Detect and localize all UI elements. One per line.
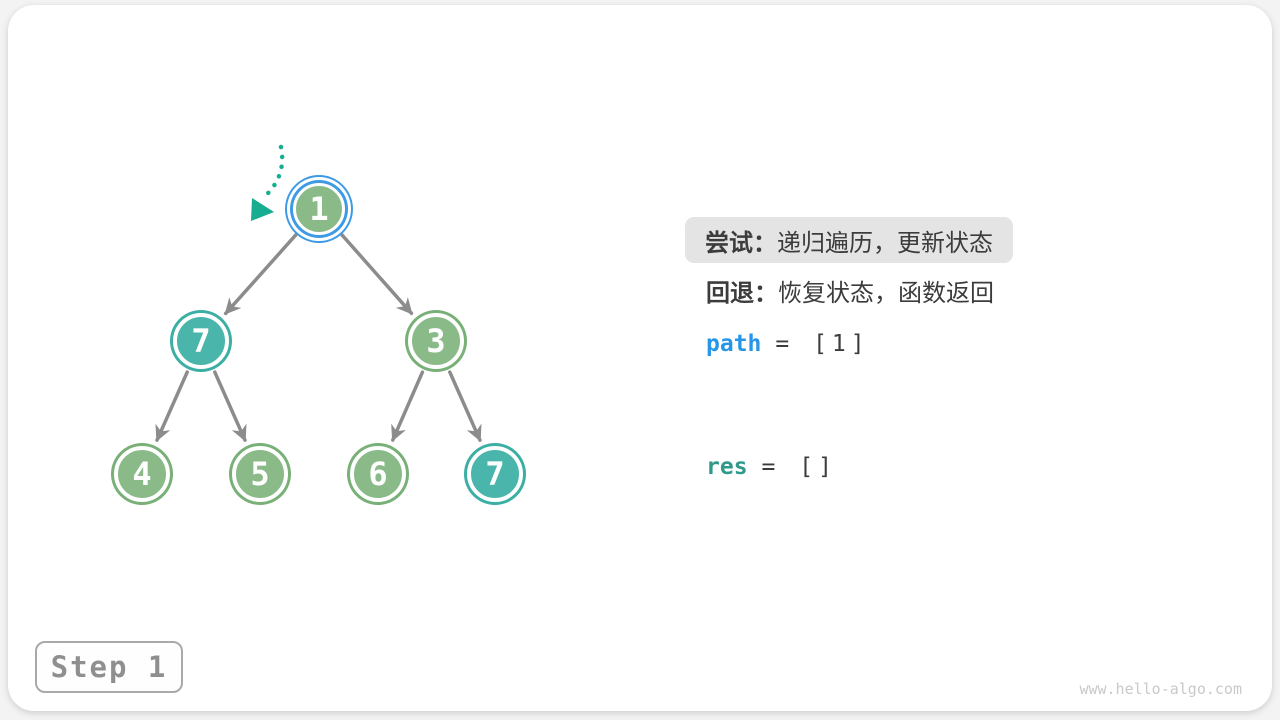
try-label: 尝试： [705, 228, 777, 257]
tree-node-value: 1 [309, 190, 329, 228]
tree-node-7: 7 [173, 313, 229, 369]
tree-node-value: 7 [485, 455, 505, 493]
path-variable-value: = [1] [775, 331, 870, 357]
tree-node-5: 5 [232, 446, 288, 502]
tree-node-1: 1 [293, 183, 345, 235]
step-badge: Step 1 [35, 641, 183, 693]
back-annotation: 回退：恢复状态，函数返回 [706, 280, 994, 306]
tree-node-3: 3 [408, 313, 464, 369]
path-variable: path = [1] [706, 331, 870, 357]
tree-node-4: 4 [114, 446, 170, 502]
tree-node-value: 5 [250, 455, 270, 493]
res-variable: res = [] [706, 454, 837, 480]
back-text: 恢复状态，函数返回 [778, 279, 994, 307]
tree-node-7: 7 [467, 446, 523, 502]
try-text: 递归遍历，更新状态 [777, 228, 993, 257]
tree-node-value: 3 [426, 322, 446, 360]
res-variable-name: res [706, 454, 748, 480]
tree-node-value: 4 [132, 455, 152, 493]
tree-node-value: 7 [191, 322, 211, 360]
res-variable-value: = [] [761, 454, 837, 480]
tree-node-6: 6 [350, 446, 406, 502]
back-label: 回退： [706, 279, 778, 307]
tree-node-value: 6 [368, 455, 388, 493]
path-variable-name: path [706, 331, 762, 357]
watermark: www.hello-algo.com [1079, 680, 1242, 698]
step-badge-label: Step 1 [50, 650, 168, 684]
try-annotation: 尝试：递归遍历，更新状态 [685, 217, 1013, 263]
